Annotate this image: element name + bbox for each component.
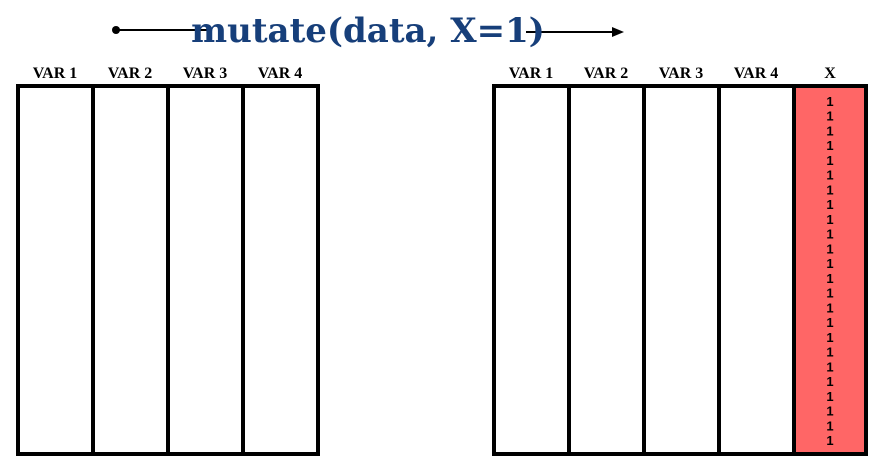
new-column-value: 1 (826, 404, 833, 419)
new-column-value: 1 (826, 138, 833, 153)
left-table: VAR 1 VAR 2 VAR 3 VAR 4 (16, 65, 320, 456)
left-header-var4: VAR 4 (258, 65, 303, 82)
new-column-value: 1 (826, 109, 833, 124)
left-header-var1: VAR 1 (33, 65, 78, 82)
new-column-value: 1 (826, 389, 833, 404)
right-column-var2 (567, 84, 646, 456)
right-header-var4: VAR 4 (734, 65, 779, 82)
new-column-value: 1 (826, 123, 833, 138)
right-column-var3 (642, 84, 721, 456)
right-header-x: X (824, 65, 836, 82)
new-column-value: 1 (826, 345, 833, 360)
new-column-value: 1 (826, 330, 833, 345)
new-column-value: 1 (826, 227, 833, 242)
left-column-var1 (16, 84, 95, 456)
new-column-value: 1 (826, 433, 833, 448)
new-column-value: 1 (826, 300, 833, 315)
right-column-x-new (792, 84, 868, 456)
right-header-var2: VAR 2 (584, 65, 629, 82)
new-column-value: 1 (826, 212, 833, 227)
new-column-value: 1 (826, 286, 833, 301)
new-column-value: 1 (826, 94, 833, 109)
new-column-value: 1 (826, 241, 833, 256)
right-table: VAR 1 VAR 2 VAR 3 VAR 4 X 11111111111111… (492, 65, 868, 456)
left-header-var3: VAR 3 (183, 65, 228, 82)
left-column-var3 (166, 84, 245, 456)
new-column-value: 1 (826, 168, 833, 183)
new-column-value: 1 (826, 182, 833, 197)
new-column-value: 1 (826, 271, 833, 286)
title-arrow (112, 26, 624, 37)
right-column-var4 (717, 84, 796, 456)
right-column-var1 (492, 84, 571, 456)
left-column-var2 (91, 84, 170, 456)
new-column-value: 1 (826, 315, 833, 330)
diagram-title: mutate(data, X=1) (191, 11, 545, 51)
new-column-value: 1 (826, 256, 833, 271)
new-column-value: 1 (826, 153, 833, 168)
right-header-var1: VAR 1 (509, 65, 554, 82)
left-column-var4 (241, 84, 320, 456)
new-column-value: 1 (826, 197, 833, 212)
new-column-value: 1 (826, 359, 833, 374)
left-header-var2: VAR 2 (108, 65, 153, 82)
new-column-value: 1 (826, 418, 833, 433)
new-column-value: 1 (826, 374, 833, 389)
arrow-head-icon (612, 27, 624, 37)
right-header-var3: VAR 3 (659, 65, 704, 82)
